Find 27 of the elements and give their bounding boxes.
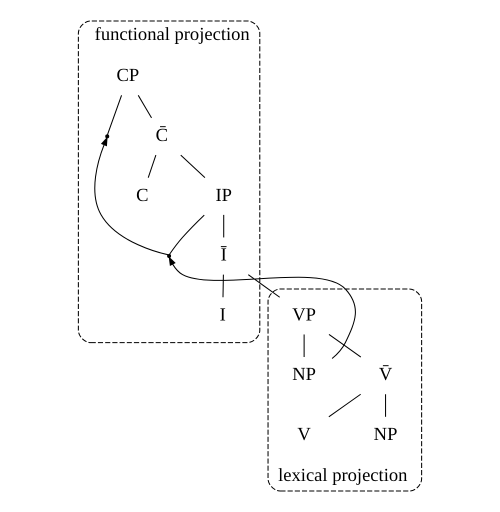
node-text: C <box>136 184 148 206</box>
connector <box>138 95 152 118</box>
connector <box>222 274 224 298</box>
node-text: C̄ <box>156 124 168 146</box>
connector <box>248 274 280 298</box>
node-text: NP <box>374 424 398 445</box>
connector <box>168 214 205 255</box>
connector <box>148 154 156 178</box>
node-point <box>167 254 172 258</box>
connector <box>223 214 224 238</box>
node-text: I <box>220 304 226 326</box>
connector <box>328 334 362 358</box>
arrow <box>94 136 168 256</box>
node-text: V <box>297 424 311 445</box>
connector <box>304 334 305 358</box>
connector <box>180 154 206 178</box>
node-text: CP <box>116 65 140 86</box>
node-text: VP <box>292 304 316 326</box>
connector <box>328 394 361 418</box>
node-text: IP <box>215 184 232 206</box>
connector <box>106 95 122 135</box>
node-text: Ī <box>220 244 227 266</box>
node-point <box>105 134 110 138</box>
node-text: NP <box>292 364 316 386</box>
connector <box>385 394 386 417</box>
arrow <box>168 256 356 359</box>
node-text: V̄ <box>378 364 392 386</box>
